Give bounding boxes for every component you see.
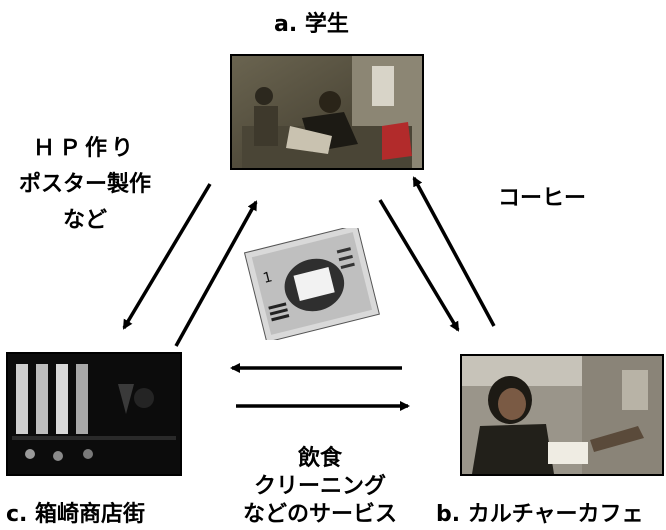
relation-line-cleaning: クリーニング bbox=[253, 474, 386, 499]
arrow-cafe-to-student bbox=[412, 176, 496, 327]
relation-line-1: ＨＰ作り bbox=[32, 136, 137, 161]
shopping-street-photo bbox=[6, 352, 182, 476]
booklet-glyph: 1 bbox=[262, 269, 275, 287]
node-label-cafe: b. カルチャーカフェ bbox=[436, 502, 644, 527]
cafe-photo bbox=[460, 354, 664, 476]
relation-text-street-cafe: 飲食 クリーニング などのサービス bbox=[214, 448, 426, 526]
student-photo bbox=[230, 54, 424, 170]
arrow-student-to-street bbox=[122, 183, 212, 330]
arrow-street-to-student bbox=[174, 200, 258, 347]
node-label-shopping-street: c. 箱崎商店街 bbox=[6, 502, 146, 527]
node-label-student: a. 学生 bbox=[274, 12, 349, 37]
relation-line-food: 飲食 bbox=[297, 446, 342, 471]
relation-text-cafe-student: コーヒー bbox=[498, 186, 587, 211]
arrow-student-to-cafe bbox=[378, 199, 460, 332]
booklet-image: 1 bbox=[240, 224, 380, 343]
relation-line-2: ポスター製作 bbox=[18, 172, 151, 197]
relation-line-3: など bbox=[62, 208, 107, 233]
relation-line-services: などのサービス bbox=[242, 502, 397, 527]
relation-text-student-street: ＨＰ作り ポスター製作 など bbox=[0, 138, 170, 232]
